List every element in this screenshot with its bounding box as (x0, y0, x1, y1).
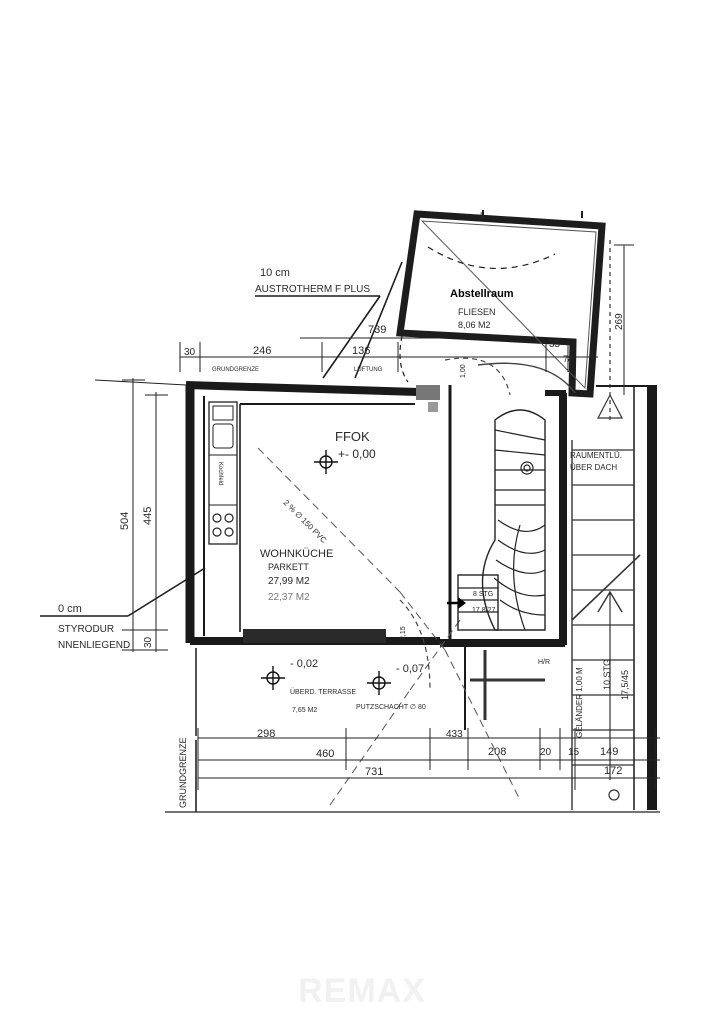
boundary-top-label: GRUNDGRENZE (212, 367, 259, 373)
remax-watermark: REMAX (298, 972, 426, 1010)
insulation-left-thickness: 0 cm (58, 603, 82, 615)
roof-space-line1: RAUMENTLÜ. (570, 451, 622, 460)
insulation-leaders (40, 261, 403, 617)
terrace-area: 7,65 M2 (292, 707, 317, 714)
dim-172: 172 (604, 765, 622, 777)
storage-room-name: Abstellraum (450, 288, 514, 300)
dim-35: 35 (549, 339, 561, 350)
level-marker-drain (367, 671, 391, 695)
main-walls (185, 381, 657, 810)
kitchen-floor: PARKETT (268, 562, 309, 572)
dim-433: 433 (446, 729, 463, 740)
door-swing-lower (399, 599, 431, 691)
ventilation-label: LÜFTUNG (354, 366, 383, 373)
dim-246: 246 (253, 345, 271, 357)
dim-269: 269 (614, 313, 625, 330)
dim-78: 78 (563, 354, 573, 364)
dim-149: 149 (600, 746, 618, 758)
chimney-block (416, 385, 440, 400)
dim-15: 15 (568, 747, 580, 758)
stair-arrow-icon (447, 597, 466, 609)
stair-small-count: 8 STG (473, 591, 493, 598)
stair-small-ratio: 17,8/27 (472, 607, 495, 614)
kitchen-name: WOHNKÜCHE (260, 548, 333, 560)
stair-main-count: 10 STG (602, 659, 612, 690)
terrace-level: - 0,02 (290, 658, 318, 670)
ii-mark: II (480, 211, 484, 220)
dim-739: 739 (368, 324, 386, 336)
kitchen-area: 27,99 M2 (268, 576, 310, 587)
terrace-post (470, 650, 545, 720)
insulation-left-material: STYRODUR (58, 624, 114, 635)
dim-731: 731 (365, 766, 383, 778)
storage-floor-label: FLIESEN (458, 307, 496, 317)
dim-136: 136 (352, 345, 370, 357)
ffok-label: FFOK (335, 429, 370, 444)
storage-room (395, 210, 606, 398)
cooktop-label: Kochfeld (217, 462, 223, 485)
dim-504: 504 (119, 512, 131, 530)
door-swing-upper (444, 357, 511, 396)
dim-298: 298 (257, 728, 275, 740)
railing-label: GELÄNDER 1,00 M (575, 667, 584, 738)
insulation-top-material: AUSTROTHERM F PLUS (255, 284, 370, 295)
storage-area-label: 8,06 M2 (458, 320, 491, 330)
ffok-value: +- 0,00 (338, 447, 376, 461)
hr-mark: H/R (538, 659, 550, 666)
level-marker-terrace (261, 666, 285, 690)
outside-stair (571, 240, 641, 810)
insulation-top-thickness: 10 cm (260, 267, 290, 279)
stair-main-ratio: 17,5/45 (620, 670, 630, 700)
dim-460: 460 (316, 748, 334, 760)
door-dim: 1,00 (460, 364, 467, 378)
drain-label: PUTZSCHACHT ∅ 80 (356, 704, 426, 711)
slope-label: 2 % ∅ 150 PVC (282, 498, 329, 545)
beam-dim: 2,15 (400, 626, 407, 640)
drain-level: - 0,07 (396, 663, 424, 675)
kitchen-area-2: 22,37 M2 (268, 592, 310, 603)
boundary-left-label: GRUNDGRENZE (178, 737, 188, 808)
dim-30-left: 30 (143, 636, 154, 648)
level-marker-ffok (314, 450, 338, 474)
kitchen-counter (208, 401, 238, 545)
slope-lines (257, 447, 521, 806)
insulation-left-note: NNENLIEGEND (58, 640, 130, 651)
spiral-stair (457, 409, 546, 631)
roof-space-line2: ÜBER DACH (570, 463, 617, 472)
terrace-name: ÜBERD. TERRASSE (290, 688, 356, 696)
window-sill-block (243, 629, 386, 643)
chimney-lower (428, 402, 438, 412)
dim-20: 20 (540, 747, 552, 758)
dim-208: 208 (488, 746, 506, 758)
door-swing-storage (477, 362, 576, 394)
dim-445: 445 (142, 507, 154, 525)
dimension-lines (94, 244, 660, 813)
dim-30-top: 30 (184, 347, 196, 358)
